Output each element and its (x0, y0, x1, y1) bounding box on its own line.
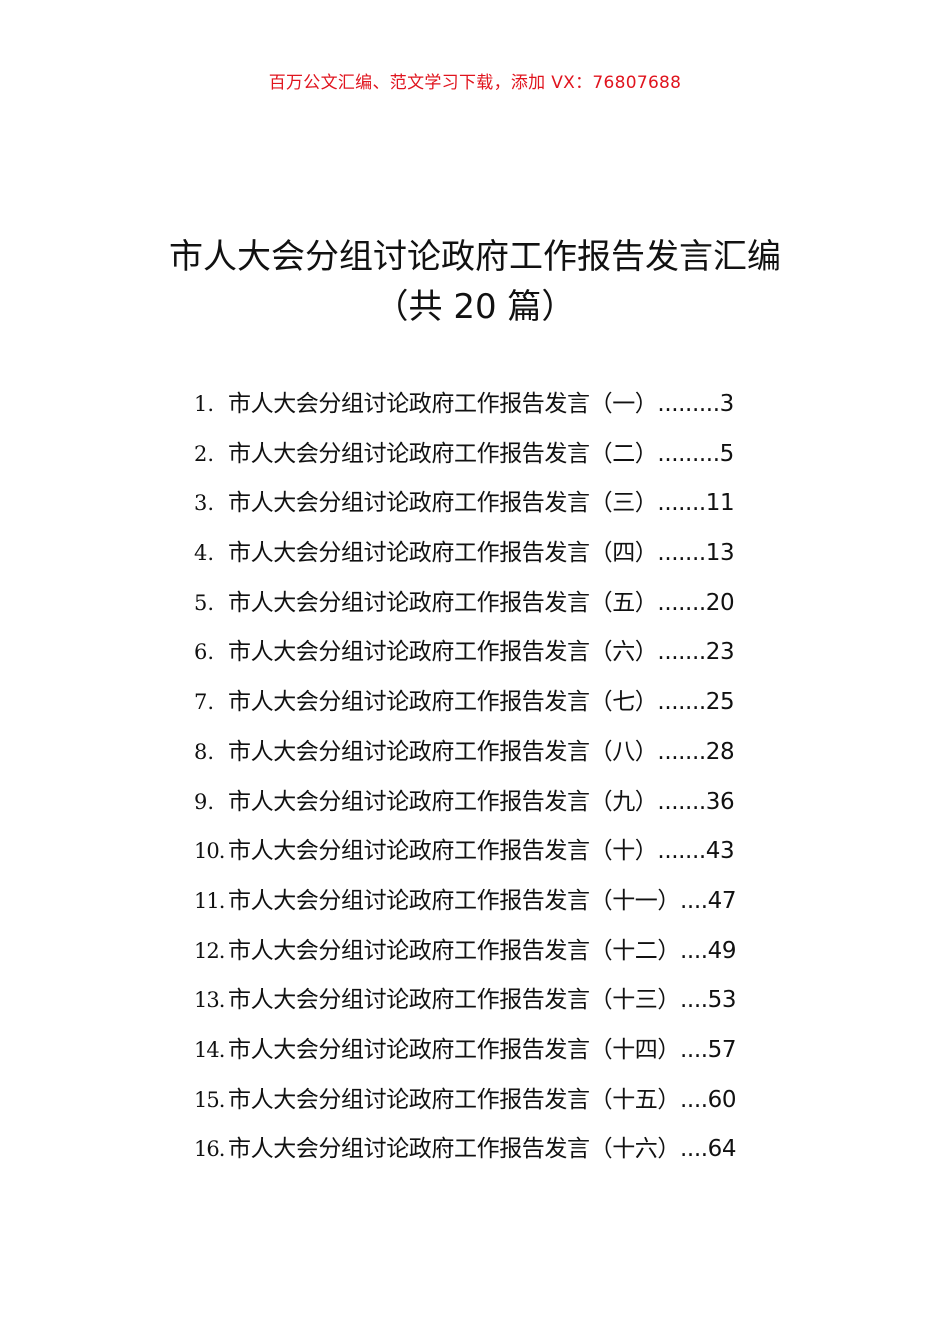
toc-entry-title: 市人大会分组讨论政府工作报告发言（十四） (228, 1036, 681, 1063)
toc-entry-leader: ....... (657, 589, 706, 616)
toc-entry[interactable]: 4. 市人大会分组讨论政府工作报告发言（四）.......13 (194, 529, 814, 579)
toc-entry-number: 10. (194, 839, 225, 864)
toc-entry-number: 6. (194, 640, 215, 665)
toc-entry-leader: ....... (657, 639, 706, 666)
toc-entry-number: 9. (194, 789, 215, 814)
toc-entry-number: 1. (194, 392, 215, 416)
document-title: 市人大会分组讨论政府工作报告发言汇编 （共 20 篇） (0, 232, 950, 332)
toc-entry-page: 5 (719, 440, 735, 467)
toc-entry-number: 13. (194, 988, 225, 1013)
toc-entry-title: 市人大会分组讨论政府工作报告发言（六） (228, 639, 658, 666)
toc-entry-number: 8. (194, 739, 215, 764)
toc-entry[interactable]: 15.市人大会分组讨论政府工作报告发言（十五）....60 (194, 1076, 814, 1126)
toc-entry[interactable]: 5. 市人大会分组讨论政府工作报告发言（五）.......20 (194, 579, 814, 629)
toc-entry-page: 47 (707, 887, 737, 914)
title-line-2: （共 20 篇） (374, 287, 576, 327)
toc-entry-title: 市人大会分组讨论政府工作报告发言（四） (228, 540, 658, 567)
toc-entry[interactable]: 14.市人大会分组讨论政府工作报告发言（十四）....57 (194, 1026, 814, 1076)
toc-entry-leader: .... (680, 937, 708, 964)
toc-entry-title: 市人大会分组讨论政府工作报告发言（八） (228, 738, 658, 765)
toc-entry-leader: ......... (657, 440, 720, 467)
toc-entry[interactable]: 16.市人大会分组讨论政府工作报告发言（十六）....64 (194, 1125, 814, 1175)
title-line-1: 市人大会分组讨论政府工作报告发言汇编 (169, 237, 781, 277)
toc-entry-title: 市人大会分组讨论政府工作报告发言（十六） (228, 1136, 681, 1163)
toc-entry-leader: ......... (657, 391, 720, 417)
watermark-header: 百万公文汇编、范文学习下载，添加 VX：76807688 (268, 73, 682, 93)
toc-entry-number: 5. (194, 590, 215, 615)
toc-entry-number: 16. (194, 1137, 225, 1162)
toc-entry-title: 市人大会分组讨论政府工作报告发言（十二） (228, 937, 681, 964)
toc-entry-page: 43 (705, 838, 735, 865)
toc-entry-title: 市人大会分组讨论政府工作报告发言（一） (228, 391, 658, 417)
toc-entry[interactable]: 3. 市人大会分组讨论政府工作报告发言（三）.......11 (194, 479, 814, 529)
toc-entry[interactable]: 10.市人大会分组讨论政府工作报告发言（十）.......43 (194, 827, 814, 877)
toc-entry-leader: ....... (657, 838, 706, 865)
toc-entry-title: 市人大会分组讨论政府工作报告发言（七） (228, 689, 658, 716)
toc-entry[interactable]: 11.市人大会分组讨论政府工作报告发言（十一）....47 (194, 877, 814, 927)
toc-entry[interactable]: 12.市人大会分组讨论政府工作报告发言（十二）....49 (194, 927, 814, 977)
toc-entry-number: 12. (194, 938, 225, 963)
toc-entry[interactable]: 9. 市人大会分组讨论政府工作报告发言（九）.......36 (194, 778, 814, 828)
toc-entry-leader: .... (680, 887, 708, 914)
toc-entry-leader: ....... (657, 738, 706, 765)
toc-entry[interactable]: 8. 市人大会分组讨论政府工作报告发言（八）.......28 (194, 728, 814, 778)
toc-entry-leader: ....... (657, 689, 706, 716)
toc-entry-number: 3. (194, 491, 215, 516)
toc-entry-leader: .... (680, 987, 708, 1014)
toc-entry-title: 市人大会分组讨论政府工作报告发言（三） (228, 490, 658, 517)
toc-entry-page: 60 (707, 1086, 737, 1113)
toc-entry-page: 28 (705, 738, 735, 765)
toc-entry-number: 2. (194, 441, 215, 466)
toc-entry-leader: .... (680, 1086, 708, 1113)
toc-entry-page: 20 (705, 589, 735, 616)
toc-entry-number: 11. (194, 888, 225, 913)
toc-entry[interactable]: 13.市人大会分组讨论政府工作报告发言（十三）....53 (194, 976, 814, 1026)
toc-entry-page: 53 (707, 987, 737, 1014)
toc-entry-leader: .... (680, 1136, 708, 1163)
toc-entry-title: 市人大会分组讨论政府工作报告发言（二） (228, 440, 658, 467)
toc-entry-title: 市人大会分组讨论政府工作报告发言（十） (228, 838, 658, 865)
toc-entry-title: 市人大会分组讨论政府工作报告发言（十一） (228, 887, 681, 914)
toc-entry-leader: ....... (657, 490, 706, 517)
toc-entry-page: 49 (707, 937, 737, 964)
toc-entry-title: 市人大会分组讨论政府工作报告发言（十三） (228, 987, 681, 1014)
toc-entry-number: 15. (194, 1087, 225, 1112)
toc-entry-page: 23 (705, 639, 735, 666)
toc-entry-title: 市人大会分组讨论政府工作报告发言（九） (228, 788, 658, 815)
toc-entry-page: 25 (705, 689, 735, 716)
toc-entry-title: 市人大会分组讨论政府工作报告发言（十五） (228, 1086, 681, 1113)
toc-entry-page: 11 (705, 490, 735, 517)
toc-entry-number: 14. (194, 1037, 225, 1062)
toc-entry-page: 64 (707, 1136, 737, 1163)
toc-entry-number: 4. (194, 541, 215, 566)
toc-entry[interactable]: 1. 市人大会分组讨论政府工作报告发言（一）.........3 (194, 380, 814, 430)
toc-entry-leader: ....... (657, 540, 706, 567)
toc-entry[interactable]: 7. 市人大会分组讨论政府工作报告发言（七）.......25 (194, 678, 814, 728)
toc-entry-title: 市人大会分组讨论政府工作报告发言（五） (228, 589, 658, 616)
toc-entry-page: 13 (705, 540, 735, 567)
toc-entry-page: 57 (707, 1036, 737, 1063)
toc-entry-page: 3 (719, 391, 735, 417)
toc-entry-leader: .... (680, 1036, 708, 1063)
toc-entry-leader: ....... (657, 788, 706, 815)
toc-entry[interactable]: 2. 市人大会分组讨论政府工作报告发言（二）.........5 (194, 430, 814, 480)
toc-entry-page: 36 (705, 788, 735, 815)
toc-entry[interactable]: 6. 市人大会分组讨论政府工作报告发言（六）.......23 (194, 628, 814, 678)
toc-entry-number: 7. (194, 690, 215, 715)
